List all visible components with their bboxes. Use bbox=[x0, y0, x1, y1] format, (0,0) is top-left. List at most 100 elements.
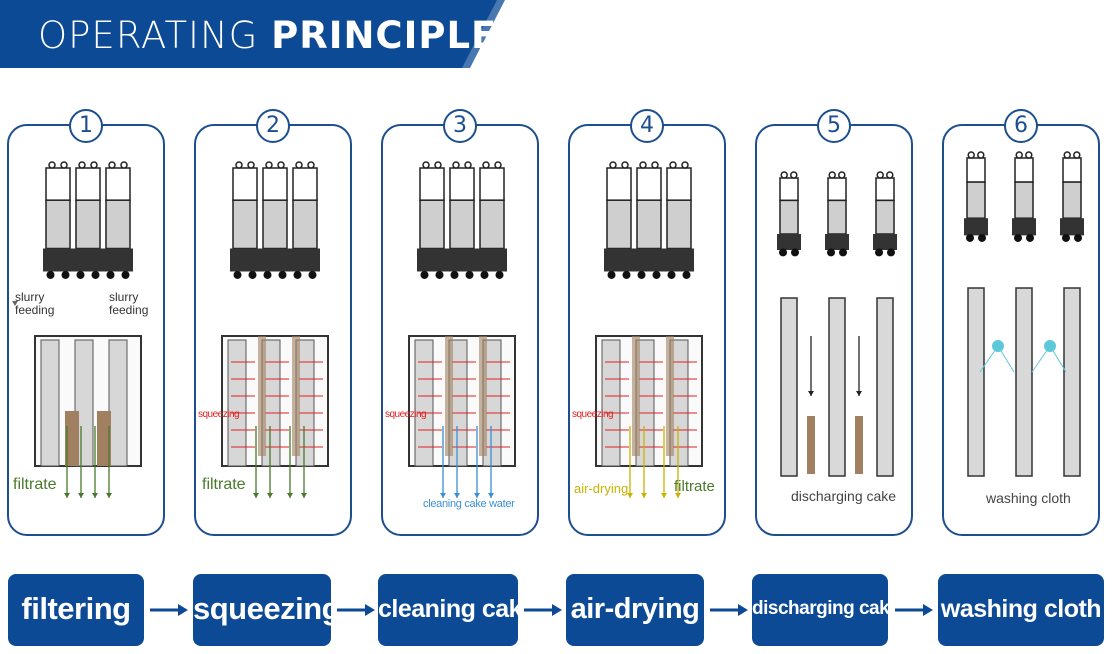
plate-lug bbox=[886, 171, 894, 179]
plate-chamber bbox=[449, 199, 475, 250]
plate-chamber bbox=[45, 199, 71, 250]
filter-press-diagram bbox=[408, 161, 516, 498]
plate-head bbox=[606, 167, 632, 201]
plate-wheel bbox=[827, 248, 835, 257]
plate-lug bbox=[876, 171, 884, 179]
title-light: OPERATING bbox=[38, 14, 272, 57]
plate-head bbox=[479, 167, 505, 201]
filter-cake bbox=[479, 336, 487, 456]
plate-head bbox=[105, 167, 131, 201]
flow-arrow bbox=[661, 493, 667, 498]
plate-wheel bbox=[495, 270, 504, 279]
filtrate-arrow bbox=[64, 493, 70, 498]
plate-lug bbox=[838, 171, 846, 179]
squeezing-label: squeezing bbox=[572, 409, 614, 420]
cleaning-cake-water-label: cleaning cake water bbox=[423, 498, 515, 510]
plate-lug bbox=[434, 161, 442, 169]
filtrate-label: filtrate bbox=[13, 476, 57, 493]
plate-chamber bbox=[262, 199, 288, 250]
filter-press-diagram bbox=[221, 161, 329, 498]
plate-head bbox=[779, 177, 799, 202]
plate-base bbox=[964, 218, 988, 236]
plate-lug bbox=[90, 161, 98, 169]
plate-wheel bbox=[308, 270, 317, 279]
plate-head bbox=[966, 157, 986, 183]
plate-wheel bbox=[966, 233, 974, 242]
plate-wheel bbox=[839, 248, 847, 257]
plate-wheel bbox=[61, 270, 70, 279]
plate-wheel bbox=[106, 270, 115, 279]
discharging-cake-label: discharging cake bbox=[791, 488, 897, 504]
plate-wheel bbox=[607, 270, 616, 279]
plate-wheel bbox=[667, 270, 676, 279]
plate-lug bbox=[60, 161, 68, 169]
plate-head bbox=[292, 167, 318, 201]
plate-wheel bbox=[1014, 233, 1022, 242]
filter-press-diagram bbox=[777, 171, 897, 477]
plate-core bbox=[227, 339, 247, 467]
plate-lug bbox=[452, 161, 460, 169]
plate-wheel bbox=[91, 270, 100, 279]
plate-lug bbox=[108, 161, 116, 169]
plate-base bbox=[777, 234, 801, 250]
plate-wheel bbox=[682, 270, 691, 279]
filter-press-diagram bbox=[964, 151, 1084, 477]
plate-head bbox=[262, 167, 288, 201]
plate-chamber bbox=[1062, 181, 1082, 219]
filtrate-label: filtrate bbox=[202, 476, 246, 493]
drop-arrow bbox=[808, 391, 814, 396]
plate-base bbox=[103, 248, 133, 272]
flow-arrow bbox=[488, 493, 494, 498]
plate-core bbox=[74, 339, 94, 467]
plate-wheel bbox=[622, 270, 631, 279]
plate-lug bbox=[422, 161, 430, 169]
filtrate-arrow bbox=[92, 493, 98, 498]
banner-background bbox=[0, 0, 510, 68]
flow-arrow bbox=[440, 493, 446, 498]
plate-wheel bbox=[637, 270, 646, 279]
arrow-right-icon bbox=[895, 604, 933, 616]
flow-arrow bbox=[675, 493, 681, 498]
plate-wheel bbox=[46, 270, 55, 279]
spray-line bbox=[997, 345, 1015, 373]
step-number-5: 5 bbox=[817, 109, 851, 143]
plate-lug bbox=[639, 161, 647, 169]
plate-wheel bbox=[779, 248, 787, 257]
plate-head bbox=[1062, 157, 1082, 183]
step-number-6: 6 bbox=[1004, 109, 1038, 143]
panel-6-washing-cloth: 6 washing cloth bbox=[942, 109, 1100, 536]
plate-head bbox=[419, 167, 445, 201]
plate-chamber bbox=[666, 199, 692, 250]
filter-cake bbox=[258, 336, 266, 456]
plate-wheel bbox=[450, 270, 459, 279]
plate-section bbox=[1015, 287, 1033, 477]
spray-line bbox=[979, 345, 999, 373]
plate-base bbox=[664, 248, 694, 272]
plate-lug bbox=[464, 161, 472, 169]
plate-chamber bbox=[779, 199, 799, 235]
plate-lug bbox=[609, 161, 617, 169]
step-air-drying: air-drying bbox=[566, 574, 704, 646]
plate-wheel bbox=[875, 248, 883, 257]
flow-arrow bbox=[287, 493, 293, 498]
plate-chamber bbox=[1014, 181, 1034, 219]
plate-chamber bbox=[479, 199, 505, 250]
air-drying-label: air-drying bbox=[574, 481, 629, 496]
plate-wheel bbox=[480, 270, 489, 279]
plate-core bbox=[601, 339, 621, 467]
plate-chamber bbox=[606, 199, 632, 250]
plate-lug bbox=[247, 161, 255, 169]
filter-cake bbox=[292, 336, 300, 456]
plate-wheel bbox=[248, 270, 257, 279]
plate-wheel bbox=[233, 270, 242, 279]
plate-base bbox=[634, 248, 664, 272]
slurry-feeding-right-label: slurry feeding bbox=[109, 290, 149, 317]
flow-arrow bbox=[627, 493, 633, 498]
flow-arrow bbox=[301, 493, 307, 498]
plate-lug bbox=[669, 161, 677, 169]
plate-section bbox=[828, 297, 846, 477]
spray-line bbox=[1031, 345, 1051, 373]
plate-wheel bbox=[76, 270, 85, 279]
plate-wheel bbox=[435, 270, 444, 279]
plate-base bbox=[1012, 218, 1036, 236]
